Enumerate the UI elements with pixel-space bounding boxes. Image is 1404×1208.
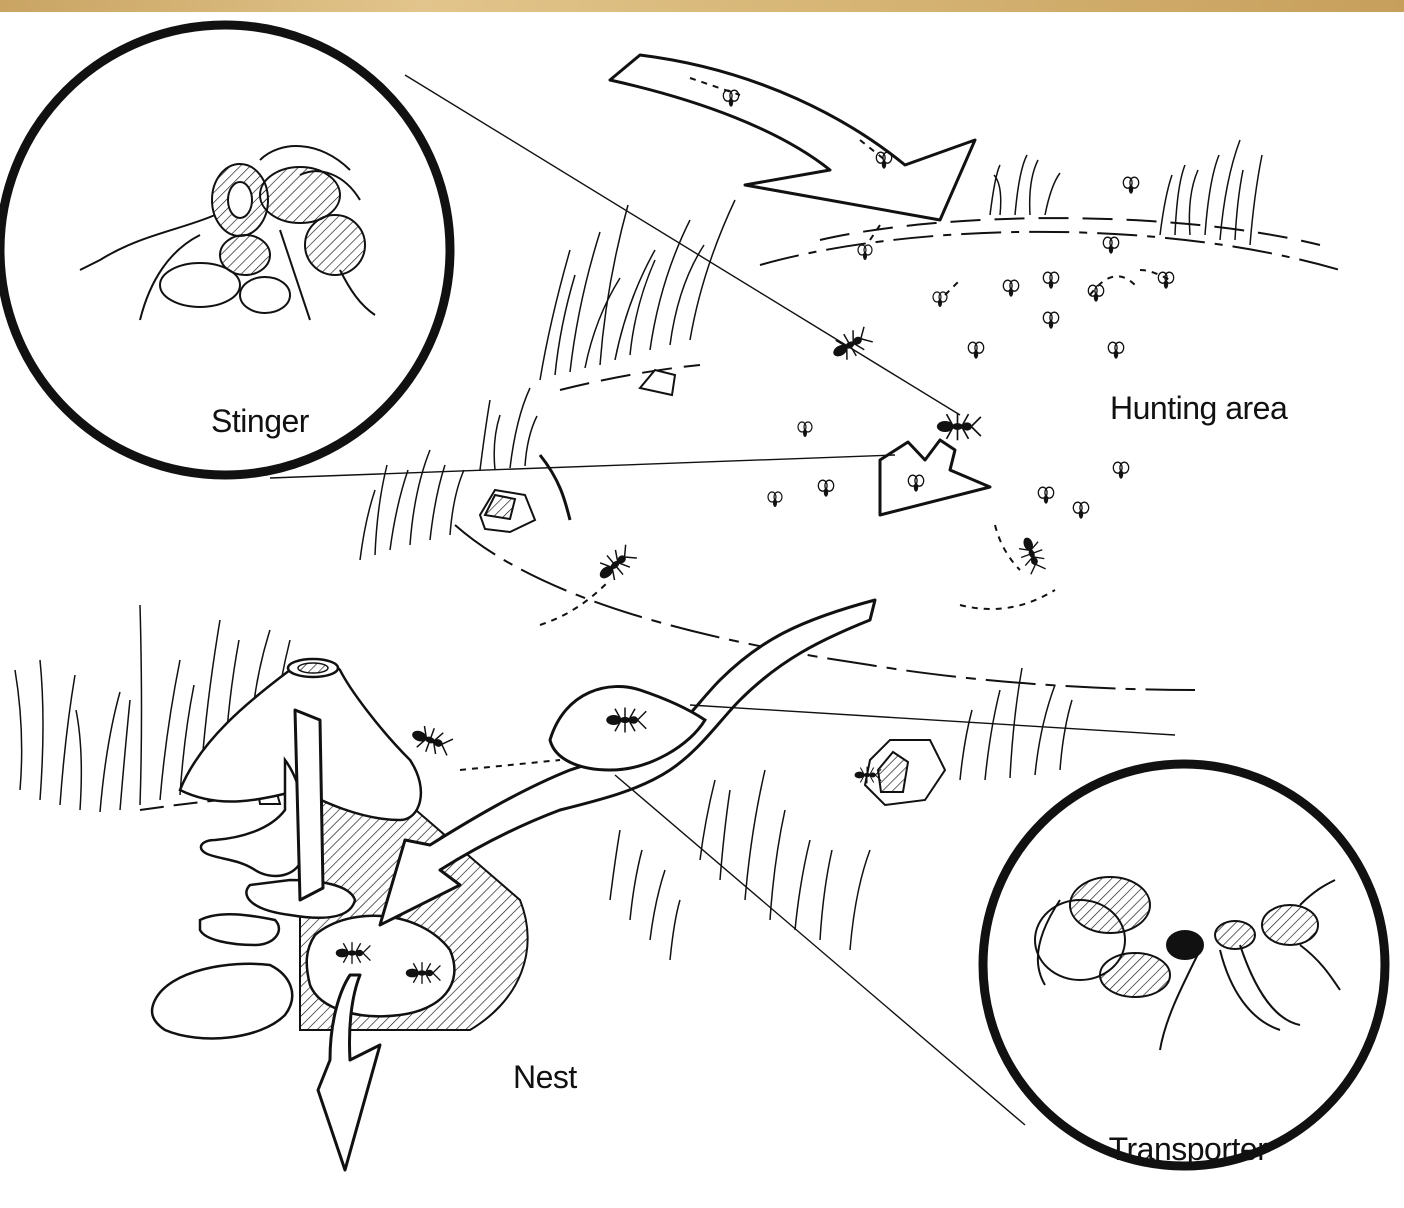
label-transporter: Transporter bbox=[1109, 1131, 1269, 1167]
label-nest: Nest bbox=[513, 1059, 577, 1095]
label-hunting-area: Hunting area bbox=[1110, 390, 1288, 426]
stinger-inset: Stinger bbox=[0, 25, 450, 475]
label-stinger: Stinger bbox=[211, 403, 310, 439]
transporter-inset: Transporter bbox=[983, 764, 1385, 1167]
